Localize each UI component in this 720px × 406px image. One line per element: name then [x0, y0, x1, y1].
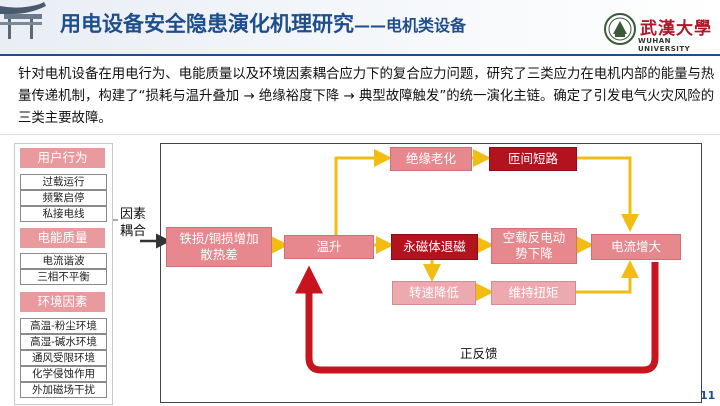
- page-title: 用电设备安全隐患演化机理研究——电机类设备: [60, 8, 466, 38]
- title-main: 用电设备安全隐患演化机理研究: [60, 12, 354, 36]
- category-environment: 环境因素: [20, 292, 105, 312]
- university-logo-english: WUHAN UNIVERSITY: [638, 37, 691, 53]
- node-interturn-short: 匝间短路: [489, 147, 577, 171]
- factor-item: 化学侵蚀作用: [20, 366, 107, 382]
- positive-feedback-label: 正反馈: [460, 346, 498, 361]
- factor-item: 三相不平衡: [20, 269, 107, 285]
- factor-list-frame: [14, 143, 113, 405]
- header-banner: [0, 0, 720, 56]
- factor-item: 电流谐波: [20, 253, 107, 269]
- flow-diagram-frame: [160, 143, 702, 403]
- node-current-increase: 电流增大: [591, 234, 681, 260]
- arrow-torque-current: [574, 260, 639, 294]
- factor-item: 通风受限环境: [20, 350, 107, 366]
- factor-item: 过载运行: [20, 174, 107, 190]
- university-logo-text: 武漢大學: [640, 19, 712, 39]
- page-number: 11: [700, 389, 716, 402]
- category-user-behavior: 用户行为: [20, 148, 105, 168]
- university-emblem-icon: [604, 13, 636, 45]
- node-insulation-aging: 绝缘老化: [390, 147, 472, 171]
- pavilion-roof-icon: [0, 2, 46, 39]
- positive-feedback-loop: [295, 262, 659, 374]
- factor-item: 外加磁场干扰: [20, 382, 107, 398]
- section-divider: [0, 134, 720, 135]
- intro-paragraph: 针对电机设备在用电行为、电能质量以及环境因素耦合应力下的复合应力问题，研究了三类…: [18, 67, 715, 126]
- node-temp-rise: 温升: [284, 235, 374, 259]
- category-power-quality: 电能质量: [20, 228, 105, 248]
- node-loss-heat: 铁损/铜损增加散热差: [166, 227, 272, 267]
- factor-item: 高湿-碱水环境: [20, 334, 107, 350]
- node-pm-demag: 永磁体退磁: [391, 234, 478, 260]
- coupling-label: 因素 耦合: [119, 207, 146, 239]
- factor-item: 私接电线: [20, 206, 107, 222]
- factor-item: 高温-粉尘环境: [20, 318, 107, 334]
- arrow-interturn-current: [575, 156, 639, 232]
- node-torque-keep: 维持扭矩: [491, 281, 576, 305]
- arrow-temp-insulation: [334, 149, 392, 235]
- node-speed-drop: 转速降低: [392, 281, 476, 305]
- node-backemf-drop: 空载反电动势下降: [491, 228, 577, 264]
- factor-item: 频繁启停: [20, 190, 107, 206]
- title-subtitle: ——电机类设备: [354, 16, 467, 35]
